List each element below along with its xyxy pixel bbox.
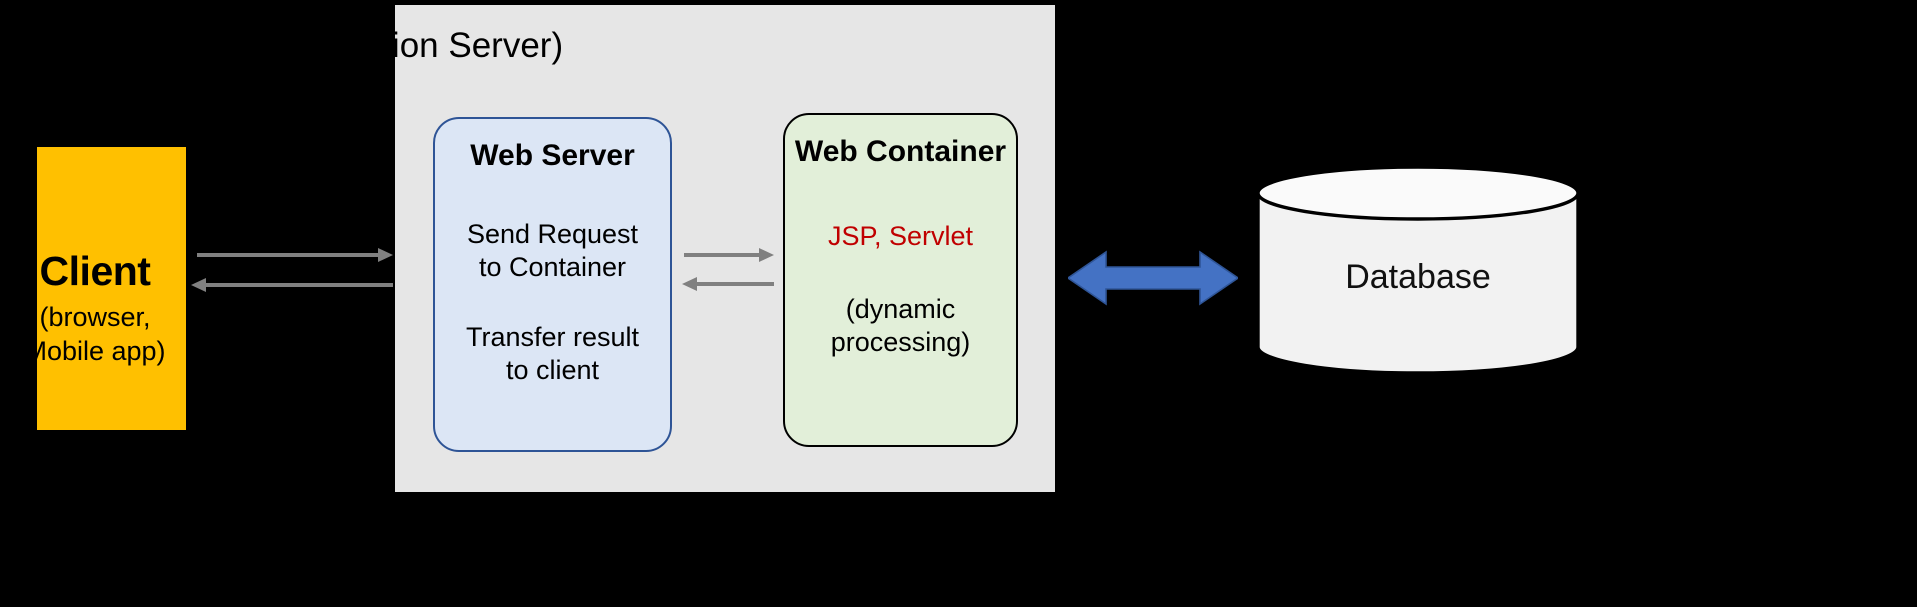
web-container-box: Web Container JSP, Servlet (dynamic proc… bbox=[783, 113, 1018, 447]
client-subtitle-line2: Mobile app) bbox=[24, 335, 166, 366]
arrow-head-left-icon bbox=[682, 277, 697, 291]
client-label-group: Client (browser, Mobile app) bbox=[0, 248, 210, 369]
web-container-title: Web Container bbox=[794, 135, 1007, 168]
arrow-shaft bbox=[197, 253, 378, 257]
arrow-head-right-icon bbox=[378, 248, 393, 262]
arrow-head-left-icon bbox=[191, 278, 206, 292]
client-box bbox=[37, 147, 186, 430]
client-title: Client bbox=[39, 248, 151, 294]
web-container-paragraph-2: (dynamic processing) bbox=[831, 293, 971, 359]
arrow-web-server-to-web-container bbox=[684, 248, 774, 262]
client-subtitle-line1: (browser, bbox=[39, 302, 151, 333]
was-title: WAS(Web Application Server) bbox=[0, 26, 660, 66]
web-server-box: Web Server Send Request to Container Tra… bbox=[433, 117, 672, 452]
web-server-p2-line1: Transfer result bbox=[465, 321, 640, 352]
database-cylinder-icon bbox=[1256, 165, 1580, 375]
was-title-rest: (Web Application Server) bbox=[176, 26, 564, 65]
web-server-p2-line2: to client bbox=[505, 354, 600, 385]
arrow-shaft bbox=[206, 283, 393, 287]
arrow-client-to-web-server bbox=[197, 248, 393, 262]
web-container-p2-line2: processing) bbox=[830, 326, 971, 357]
arrow-web-container-to-web-server bbox=[682, 277, 774, 291]
web-server-paragraph-1: Send Request to Container bbox=[467, 218, 638, 284]
web-server-title: Web Server bbox=[470, 139, 635, 172]
client-subtitle: (browser, Mobile app) bbox=[0, 301, 210, 369]
web-server-p1-line2: to Container bbox=[478, 251, 627, 282]
web-server-paragraph-2: Transfer result to client bbox=[466, 321, 639, 387]
double-arrow-was-database-icon bbox=[1068, 250, 1238, 306]
web-container-p2-line1: (dynamic bbox=[845, 293, 956, 324]
arrow-head-right-icon bbox=[759, 248, 774, 262]
database-label: Database bbox=[1345, 258, 1491, 296]
arrow-shaft bbox=[684, 253, 759, 257]
was-title-bold: WAS bbox=[96, 26, 177, 65]
arrow-web-server-to-client bbox=[191, 278, 393, 292]
arrow-shaft bbox=[697, 282, 774, 286]
web-container-technologies: JSP, Servlet bbox=[827, 221, 974, 251]
web-server-p1-line1: Send Request bbox=[466, 219, 639, 249]
